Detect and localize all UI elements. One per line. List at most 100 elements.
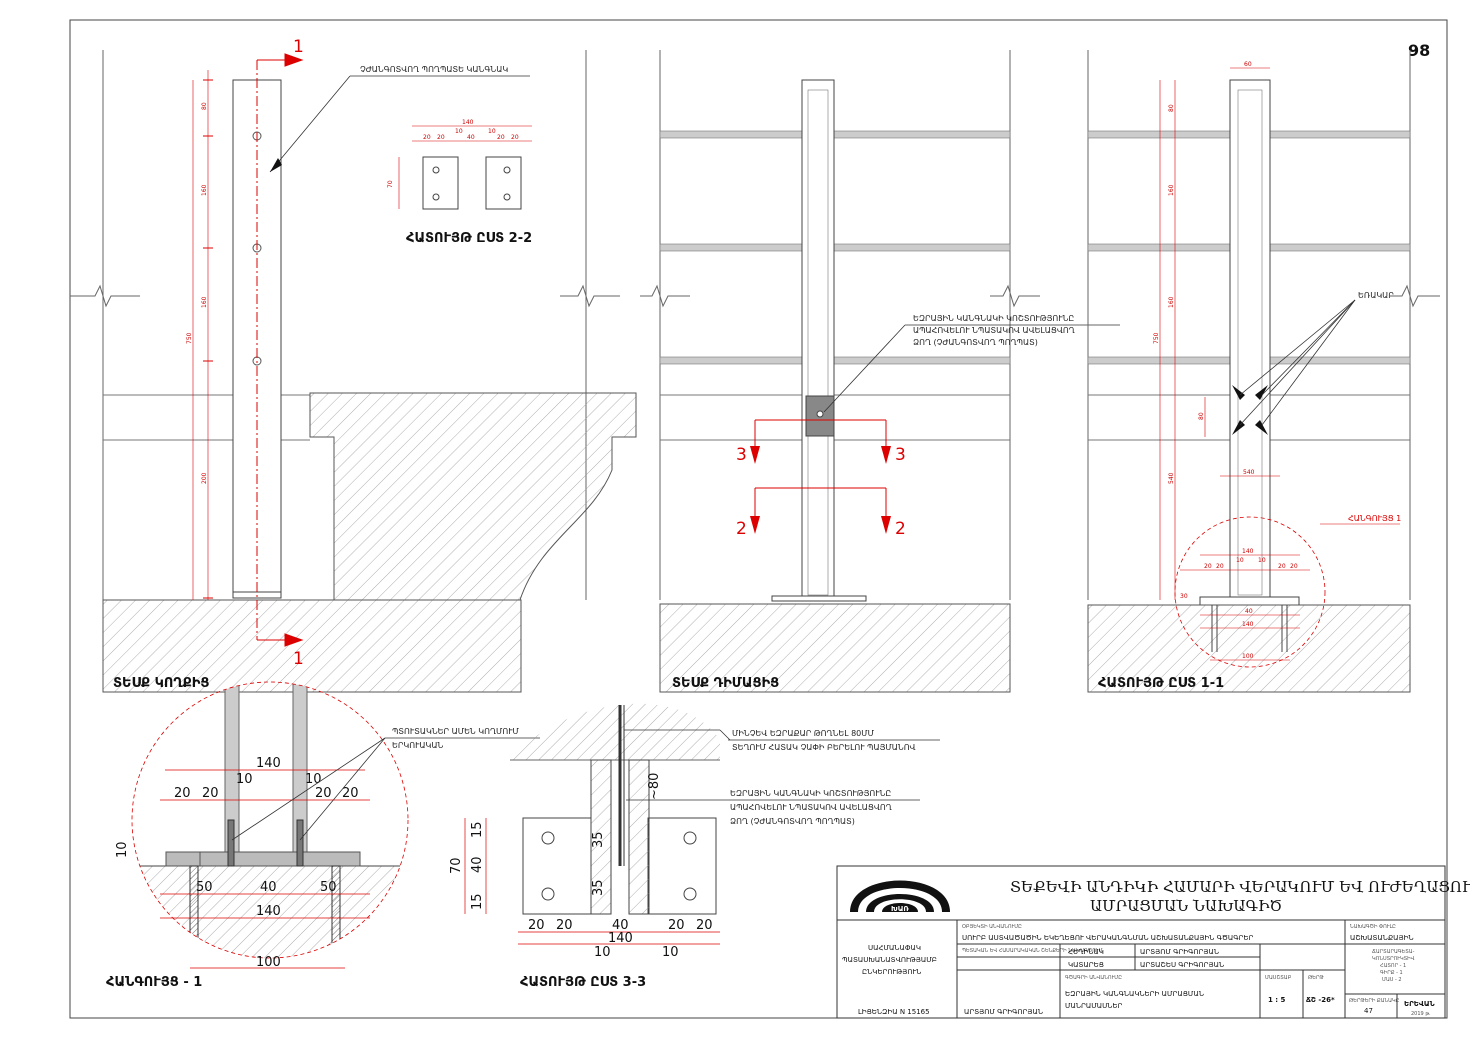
- dim-11-20b: 20: [1216, 563, 1224, 570]
- s33-dim-70: 70: [449, 857, 464, 874]
- dim-22-20c: 20: [497, 134, 505, 141]
- dim-11-30: 30: [1180, 593, 1188, 600]
- sheets-total-label: ԹԵՐԹԵՐԻ ՔԱՆԱԿԸ: [1349, 998, 1400, 1004]
- page-number: 98: [1408, 41, 1430, 60]
- section-2-2: 140 20 20 40 20 20 10 10 70 ՀԱՏՈՒՅԹ ԸՍՏ …: [387, 119, 532, 246]
- s33-dim-20d: 20: [696, 918, 713, 933]
- node-dim-50a: 50: [196, 880, 213, 895]
- dim-11-40: 40: [1245, 608, 1253, 615]
- stamp-line3: ՀԱՏՈՐ - 1: [1380, 963, 1406, 969]
- dim-side-160a: 160: [201, 184, 208, 196]
- view-title-node-1: ՀԱՆԳՈՒՅՑ - 1: [106, 975, 202, 990]
- s33-dim-15a: 15: [470, 821, 485, 838]
- node-1-marker: [1174, 516, 1326, 668]
- node-dim-20b: 20: [202, 786, 219, 801]
- dim-11-750: 750: [1153, 332, 1160, 344]
- cut-label-2-left: 2: [736, 519, 747, 539]
- signature-name: ԱՐՏՅՈՄ ԳՐԻԳՈՐՅԱՆ: [964, 1008, 1043, 1016]
- s33-dim-40: 40: [470, 856, 485, 873]
- dim-11-140: 140: [1242, 548, 1254, 555]
- view-title-front: ՏԵՍՔ ԴԻՄԱՑԻՑ: [672, 676, 779, 691]
- front-post: [801, 79, 835, 599]
- node-dim-10-right: 10: [305, 772, 322, 787]
- node-dim-10-side: 10: [115, 841, 130, 858]
- s33-dim-10b: 10: [662, 945, 679, 960]
- note-depth-line2: ՏԵՂՈՒՄ ՀԱՏԱԿ ՉԱՓԻ ԲԵՐԵԼՈՒ ՊԱՅՄԱՆՈՎ: [732, 743, 916, 752]
- scale-label: ՄԱՍՇՏԱԲ: [1265, 975, 1292, 981]
- dim-11-140b: 140: [1242, 621, 1254, 628]
- node-dim-20c: 20: [315, 786, 332, 801]
- object-label: ՕԲՅԵԿՏԻ ԱՆՎԱՆՈՒՄԸ: [962, 924, 1022, 930]
- s33-dim-140: 140: [608, 931, 633, 946]
- sheets-total-value: 47: [1364, 1007, 1373, 1015]
- project-title-line1: ՏԵՔԵՎԻ ԱՆԴԻԿԻ ՀԱՄԱՐԻ ՎԵՐԱԿՈՒՄ ԵՎ ՈՒԺԵՂԱՑ…: [1010, 878, 1470, 896]
- view-title-section-2-2: ՀԱՏՈՒՅԹ ԸՍՏ 2-2: [406, 231, 532, 246]
- s33-dim-10a: 10: [594, 945, 611, 960]
- dim-11-10b: 10: [1258, 557, 1266, 564]
- dim-11-100: 100: [1242, 653, 1254, 660]
- note-bolt-1-line1: ԵԶՐԱՅԻՆ ԿԱՆԳՆԱԿԻ ԿՈՇՏՈՒԹՅՈՒՆԸ: [913, 314, 1074, 323]
- s33-left-block: [522, 817, 592, 915]
- cut-label-2-right: 2: [895, 519, 906, 539]
- object-name: ՍՈՒՐԲ ԱՍՏՎԱԾԱԾԻՆ ԵԿԵՂԵՑՈՒ ՎԵՐԱԿԱՆԳՆՄԱՆ Ա…: [962, 934, 1254, 942]
- note-welding: ԵՌԱԿԱՐ: [1358, 291, 1394, 300]
- node-dim-10-left: 10: [236, 772, 253, 787]
- node-1-small-label: ՀԱՆԳՈՒՅՑ 1: [1348, 514, 1401, 523]
- view-title-section-3-3: ՀԱՏՈՒՅԹ ԸՍՏ 3-3: [520, 975, 646, 990]
- s33-dim-35a: 35: [591, 831, 606, 848]
- note-bolt-1-line3: ՁՈՂ (ՉԺԱՆԳՈՏՎՈՂ ՊՈՂՊԱՏ): [913, 338, 1038, 347]
- node-1-detail: 140 10 10 20 20 20 20 10 50 40 50 140 10…: [106, 681, 540, 990]
- dim-22-20d: 20: [511, 134, 519, 141]
- dim-22-10b: 10: [488, 128, 496, 135]
- note-bolt-1-line2: ԱՊԱՀՈՎԵԼՈՒ ՆՊԱՏԱԿՈՎ ԱՎԵԼԱՑՎՈՂ: [913, 326, 1075, 335]
- dim-11-540: 540: [1168, 472, 1175, 484]
- s33-right-block: [647, 817, 717, 915]
- city: ԵՐԵՎԱՆ: [1404, 1000, 1435, 1008]
- dim-22-140: 140: [462, 119, 474, 126]
- company-line2: ՊԱՏԱՍԽԱՆԱՏՎՈՒԹՅԱՄԲ: [842, 956, 937, 964]
- note-plates-line1: ՊՏՈՒՏԱԿՆԵՐ ԱՄԵՆ ԿՈՂՄՈՒՄ: [392, 727, 520, 736]
- note-bolt-2-line3: ՁՈՂ (ՉԺԱՆԳՈՏՎՈՂ ՊՈՂՊԱՏ): [730, 817, 855, 826]
- stage-label: ՆԱԽԱԳԾԻ ՓՈՒԼԸ: [1350, 924, 1396, 930]
- dim-side-750: 750: [186, 332, 193, 344]
- company-logo: ԽԱՌ: [850, 880, 950, 913]
- note-plates-line2: ԵՐԿՈՒԱԿԱՆ: [392, 741, 444, 750]
- logo-text: ԽԱՌ: [891, 905, 909, 913]
- node-dim-140-bottom: 140: [256, 904, 281, 919]
- node-dim-50b: 50: [320, 880, 337, 895]
- dim-11-20c: 20: [1278, 563, 1286, 570]
- scale-value: 1 : 5: [1268, 996, 1286, 1004]
- dim-22-70: 70: [387, 180, 394, 188]
- stamp-line5: ՄԱՍ - 2: [1382, 977, 1402, 983]
- node-dim-100: 100: [256, 955, 281, 970]
- role-author: ՀԵՂԻՆԱԿ: [1068, 948, 1104, 956]
- drawing-name-line2: ՄԱՆՐԱՄԱՍՆԵՐ: [1065, 1002, 1122, 1010]
- name-executor: ԱՐՏԱՇԵՍ ԳՐԻԳՈՐՅԱՆ: [1140, 961, 1224, 969]
- view-title-section-1-1: ՀԱՏՈՒՅԹ ԸՍՏ 1-1: [1098, 676, 1224, 691]
- stamp-line1: ՃԱՐՏԱՐԱԳԵՏԱ-: [1372, 949, 1415, 955]
- dim-22-20a: 20: [423, 134, 431, 141]
- floor-slab: [102, 599, 522, 693]
- s33-dim-15b: 15: [470, 893, 485, 910]
- cut-label-1-top: 1: [293, 37, 304, 57]
- dim-side-80: 80: [201, 102, 208, 110]
- page-frame: [69, 19, 1448, 1019]
- dim-11-80b: 80: [1198, 412, 1205, 420]
- section-3-3: 70 15 40 15 35 35 ~80 20 20 40 20 20 140…: [449, 703, 940, 990]
- dim-11-60: 60: [1244, 61, 1252, 68]
- section-1-1: ԵՌԱԿԱՐ 60 80 160 160 540 750 80 540 ՀԱՆԳ…: [1087, 50, 1440, 693]
- stamp-line2: ԿՈՆՍՏՐՈՒԿՏԻՎ: [1372, 956, 1415, 962]
- front-floor: [659, 603, 1011, 693]
- dim-11-160a: 160: [1168, 184, 1175, 196]
- cut-label-3-left: 3: [736, 445, 747, 465]
- dim-22-10a: 10: [455, 128, 463, 135]
- plate-right: [485, 156, 522, 210]
- company-line1: ՍԱՀՄԱՆԱՓԱԿ: [868, 944, 921, 952]
- name-author: ԱՐՏՅՈՄ ԳՐԻԳՈՐՅԱՆ: [1140, 948, 1219, 956]
- stage-value: ԱՇԽԱՏԱՆՔԱՅԻՆ: [1350, 934, 1414, 942]
- dim-11-540b: 540: [1243, 469, 1255, 476]
- sheet-label: ԹԵՐԹ: [1308, 975, 1324, 981]
- s33-dim-35b: 35: [591, 879, 606, 896]
- role-executor: ԿԱՏԱՐԵՑ: [1068, 961, 1104, 969]
- project-title-line2: ԱՄՐԱՑՄԱՆ ՆԱԽԱԳԻԾ: [1090, 897, 1282, 915]
